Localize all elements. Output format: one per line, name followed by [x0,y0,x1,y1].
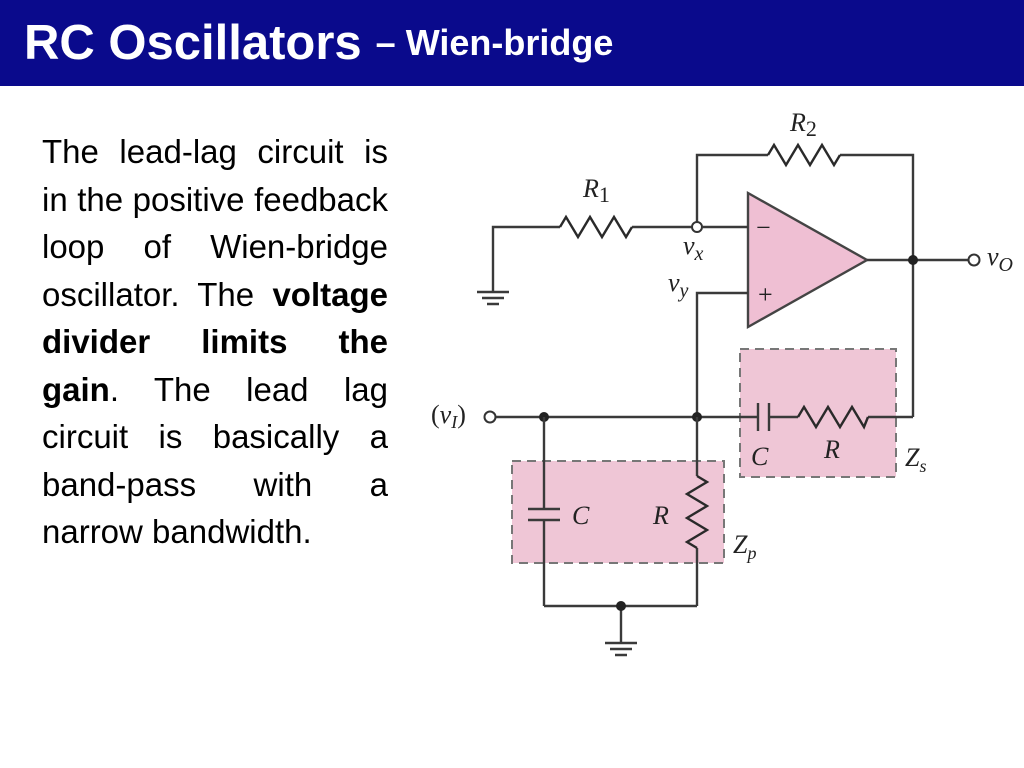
title-bar: RC Oscillators – Wien-bridge [0,0,1024,86]
bottom-return-wire [544,604,697,643]
r2-feedback-wire [695,153,915,417]
body-text-part1: The lead-lag circuit is in the positive … [42,133,388,313]
output-junction [908,255,918,265]
op-amp [746,190,870,330]
noninverting-input-wire [695,291,748,417]
label-r1: R1 [582,174,610,207]
vo-terminal [967,253,981,267]
zp-box [511,460,725,564]
r1-wire [491,225,692,292]
label-vo: vO [987,242,1013,276]
page-title: RC Oscillators [24,16,362,70]
body-text: The lead-lag circuit is in the positive … [42,128,388,556]
r1-resistor [558,214,634,240]
r-series-resistor [796,404,870,430]
ground-icon-bottom [605,641,637,657]
label-zs: Zs [905,443,926,476]
r-parallel-resistor [684,474,710,550]
label-vx: vx [683,231,704,265]
body-text-bold: voltage divider limits the gain [42,275,388,408]
label-c-series: C [751,442,769,471]
opamp-minus-sign: − [756,213,771,242]
opamp-plus-sign: + [758,280,773,309]
label-c-parallel: C [572,501,590,530]
label-r2: R2 [789,108,817,141]
body-text-part2: . The lead lag circuit is basically a ba… [42,370,388,551]
label-r-parallel: R [652,501,669,530]
zs-box [739,348,897,478]
label-vy: vy [668,268,689,302]
label-vi: (vI) [431,400,466,432]
title-separator: – [375,22,396,63]
ground-icon-top [477,290,509,306]
ground-junction [616,601,626,611]
label-r-series: R [823,435,840,464]
page-subtitle: Wien-bridge [405,22,614,63]
c-parallel-plates [528,507,560,522]
vi-terminal [483,410,497,424]
r2-resistor [766,142,842,168]
label-zp: Zp [733,530,756,563]
